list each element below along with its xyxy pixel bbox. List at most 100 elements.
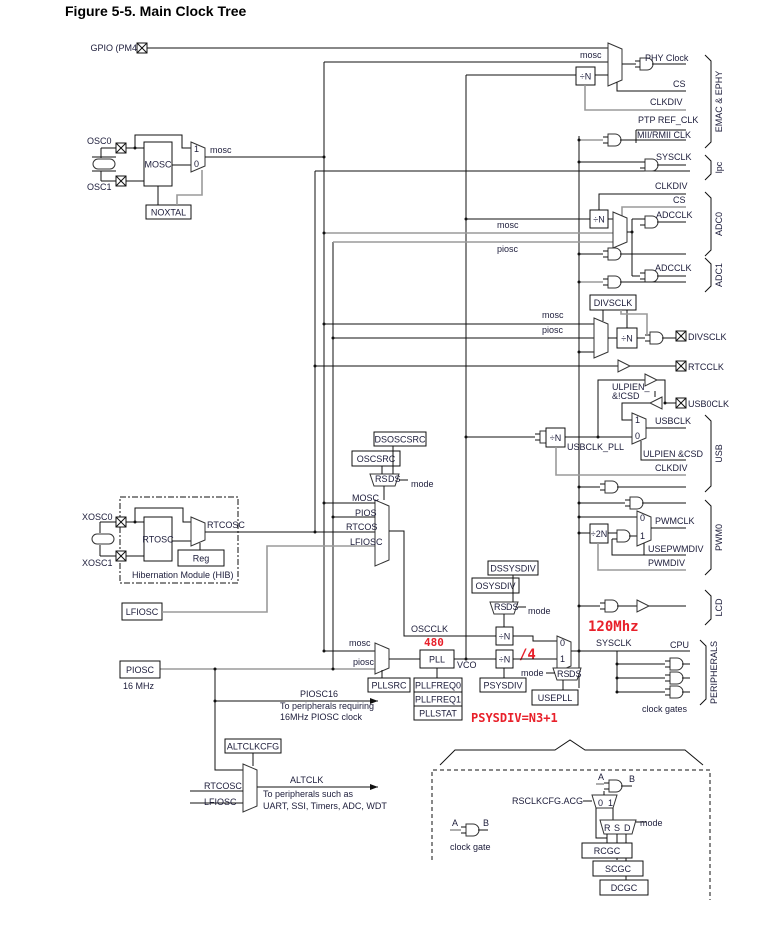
junction-dot <box>577 160 581 164</box>
label-usbclk-pll: USBCLK_PLL <box>567 442 624 452</box>
piosc-oscillator-box <box>119 660 161 679</box>
label-rsclkcfg-acg: RSCLKCFG.ACG <box>512 796 583 806</box>
junction-dot <box>577 649 581 653</box>
wire <box>620 310 648 335</box>
pll-frequency-annotation: 480 <box>424 636 444 649</box>
psysdiv-formula-annotation: PSYSDIV=N3+1 <box>471 711 558 725</box>
label-piosc-freq: 16 MHz <box>123 681 155 691</box>
label-mosc-in: MOSC <box>352 493 380 503</box>
reg-box <box>177 549 225 567</box>
emac-divider-box-label: ÷N <box>580 72 591 82</box>
pllfreq1-box-label: PLLFREQ1 <box>415 695 461 705</box>
label-ulpien-ncsd1: ULPIEN_ <box>612 382 651 392</box>
group-bracket <box>704 54 712 149</box>
rsd-mode-mux-icon <box>599 819 637 835</box>
label-adcclk: ADCCLK <box>656 210 693 220</box>
label-mode: mode <box>640 818 663 828</box>
altclkcfg-box-label: ALTCLKCFG <box>227 742 279 752</box>
pllsrc-box-label: PLLSRC <box>371 681 407 691</box>
psysdiv-box <box>479 677 527 693</box>
label-divsclk: DIVSCLK <box>688 332 727 342</box>
and-gate-icon <box>604 480 619 494</box>
label-piosc: piosc <box>497 244 519 254</box>
usb-clock-mux-icon <box>631 412 647 445</box>
junction-dot <box>577 501 581 505</box>
junction-dot <box>322 649 326 653</box>
junction-dot <box>615 690 619 694</box>
junction-dot <box>577 515 581 519</box>
wire <box>616 82 686 92</box>
hibernation-module-boundary <box>119 496 239 584</box>
group-label-emac-ephy: EMAC & EPHY <box>714 71 724 133</box>
wire <box>513 635 557 642</box>
label-piosc16-desc2: 16MHz PIOSC clock <box>280 712 363 722</box>
label-b: B <box>483 818 489 828</box>
altclk-mux-icon <box>242 763 258 813</box>
junction-dot <box>577 531 581 535</box>
junction-dot <box>577 138 581 142</box>
label-cpu: CPU <box>670 640 689 650</box>
and-gate-icon <box>669 685 684 699</box>
label-ds: DS <box>506 602 519 612</box>
wire <box>597 543 686 571</box>
oscclk-divider-box-label: ÷N <box>499 632 510 642</box>
divsclk-divider-box-label: ÷N <box>621 334 632 344</box>
wire <box>640 441 686 461</box>
wire <box>621 402 650 421</box>
and-gate-icon <box>465 823 480 837</box>
dsoscsrc-box-label: DSOSCSRC <box>374 435 426 445</box>
divsclk-mux-icon <box>593 317 609 359</box>
label-pwmclk: PWMCLK <box>655 516 695 526</box>
junction-dot <box>577 350 581 354</box>
wire <box>115 550 127 562</box>
usb-divider-box-label: ÷N <box>550 433 561 443</box>
label-mode: mode <box>411 479 434 489</box>
rtc-select-mux-icon <box>190 516 206 547</box>
pllsrc-box <box>367 677 411 693</box>
group-label-lcd: LCD <box>714 598 724 617</box>
label-one: 1 <box>194 144 199 154</box>
label-a: A <box>598 772 604 782</box>
group-bracket <box>704 154 712 181</box>
label-oscclk: OSCCLK <box>411 624 448 634</box>
buffer-triangle-icon <box>644 373 659 387</box>
group-label-lpc: lpc <box>714 161 724 173</box>
wire <box>115 142 127 154</box>
buffer-triangle-icon <box>636 599 651 613</box>
group-label-pwm0: PWM0 <box>714 524 724 551</box>
and-gate-icon <box>604 599 619 613</box>
label-piosc: piosc <box>542 325 564 335</box>
label-altclk-desc2: UART, SSI, Timers, ADC, WDT <box>263 801 387 811</box>
group-label-adc0: ADC0 <box>714 212 724 236</box>
label-clkdiv: CLKDIV <box>655 181 688 191</box>
label-clock-gates: clock gates <box>642 704 688 714</box>
mosc-select-mux-icon <box>190 141 206 173</box>
label-rs: RS <box>494 602 507 612</box>
oscsrc-mode-mux-icon <box>369 473 400 487</box>
mosc-oscillator-box-label: MOSC <box>145 160 173 170</box>
label-rs: RS <box>375 474 388 484</box>
junction-dot <box>577 485 581 489</box>
wire <box>134 134 192 149</box>
label-mosc: mosc <box>542 310 564 320</box>
label-clkdiv: CLKDIV <box>655 463 688 473</box>
label-mosc: mosc <box>497 220 519 230</box>
label-hib: Hibernation Module (HIB) <box>132 570 234 580</box>
wire <box>595 808 607 839</box>
label-r: R <box>604 823 611 833</box>
label-osc0: OSC0 <box>87 136 112 146</box>
label-gpio-pm4: GPIO (PM4) <box>90 43 140 53</box>
usepll-box-label: USEPLL <box>538 693 573 703</box>
junction-dot <box>596 435 600 439</box>
label-ulpien-ncsd2: &!CSD <box>612 391 640 401</box>
label-vco: VCO <box>457 660 477 670</box>
label-clkdiv: CLKDIV <box>650 97 683 107</box>
label-d: D <box>624 823 631 833</box>
adc-divider-box-label: ÷N <box>593 215 604 225</box>
junction-dot <box>615 676 619 680</box>
label-rs: RS <box>557 669 570 679</box>
dcgc-box <box>599 879 649 896</box>
wire <box>584 85 686 111</box>
and-gate-icon <box>669 657 684 671</box>
group-bracket <box>699 639 707 706</box>
